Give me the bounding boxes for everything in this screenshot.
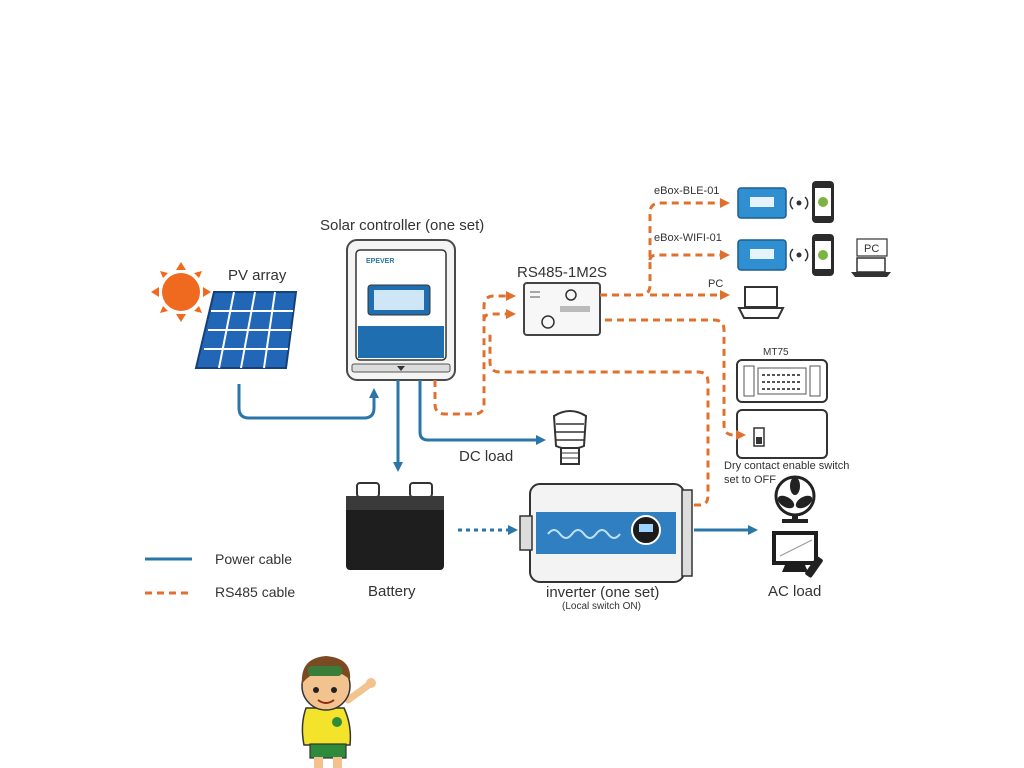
solar-controller-label: Solar controller (one set) bbox=[320, 217, 484, 234]
wireless-signal-icon bbox=[789, 248, 809, 262]
tv-icon bbox=[772, 531, 818, 572]
rs485-cable-inverter-to-module bbox=[488, 330, 710, 507]
remote-control-icon bbox=[805, 556, 823, 578]
svg-text:PC: PC bbox=[864, 243, 879, 255]
fan-icon bbox=[774, 475, 816, 523]
ebox-wifi-device bbox=[737, 239, 787, 271]
dc-load-label: DC load bbox=[459, 448, 513, 465]
light-bulb-icon bbox=[552, 410, 588, 465]
rs485-cable-bus-to-module-lower bbox=[482, 309, 516, 321]
inverter-sublabel: (Local switch ON) bbox=[562, 601, 641, 612]
rs485-module-device bbox=[523, 282, 601, 336]
ebox-ble-label: eBox-BLE-01 bbox=[654, 185, 719, 197]
wireless-signal-icon bbox=[789, 196, 809, 210]
pv-array-label: PV array bbox=[228, 267, 287, 284]
battery-icon bbox=[346, 482, 444, 570]
rs485-cable-module-to-mt75 bbox=[605, 318, 746, 440]
battery-label: Battery bbox=[368, 583, 416, 600]
power-cable-pv-to-controller bbox=[237, 384, 379, 420]
ebox-ble-device bbox=[737, 187, 787, 219]
legend-power-label: Power cable bbox=[215, 551, 292, 567]
smartphone-icon bbox=[812, 181, 834, 223]
sun-icon bbox=[151, 262, 211, 322]
mt75-back-panel bbox=[736, 409, 828, 459]
legend: Power cable RS485 cable bbox=[145, 551, 295, 600]
dry-contact-label-line2: set to OFF bbox=[724, 474, 776, 486]
mt75-display-device bbox=[736, 359, 828, 403]
ac-load-label: AC load bbox=[768, 583, 821, 600]
laptop-icon bbox=[737, 286, 785, 319]
rs485-module-label: RS485-1M2S bbox=[517, 264, 607, 281]
smartphone-icon bbox=[812, 234, 834, 276]
laptop-icon bbox=[851, 257, 891, 277]
svg-text:EPEVER: EPEVER bbox=[366, 258, 394, 265]
legend-rs485-label: RS485 cable bbox=[215, 584, 295, 600]
dry-contact-label-line1: Dry contact enable switch bbox=[724, 460, 849, 472]
pc-label: PC bbox=[708, 278, 723, 290]
rs485-cable-module-to-ebox-wifi bbox=[648, 250, 730, 261]
inverter-device bbox=[519, 483, 693, 583]
mt75-label: MT75 bbox=[763, 347, 789, 358]
rs485-cable-controller-to-module bbox=[433, 291, 516, 416]
ebox-wifi-label: eBox-WIFI-01 bbox=[654, 232, 722, 244]
power-cable-controller-to-dc-load bbox=[418, 380, 546, 445]
inverter-label: inverter (one set) bbox=[546, 584, 659, 601]
pc-label-box: PC bbox=[856, 238, 888, 257]
solar-panel-icon bbox=[194, 291, 298, 369]
solar-controller-device: EPEVER bbox=[346, 239, 456, 381]
cartoon-boy-mascot bbox=[301, 656, 376, 768]
